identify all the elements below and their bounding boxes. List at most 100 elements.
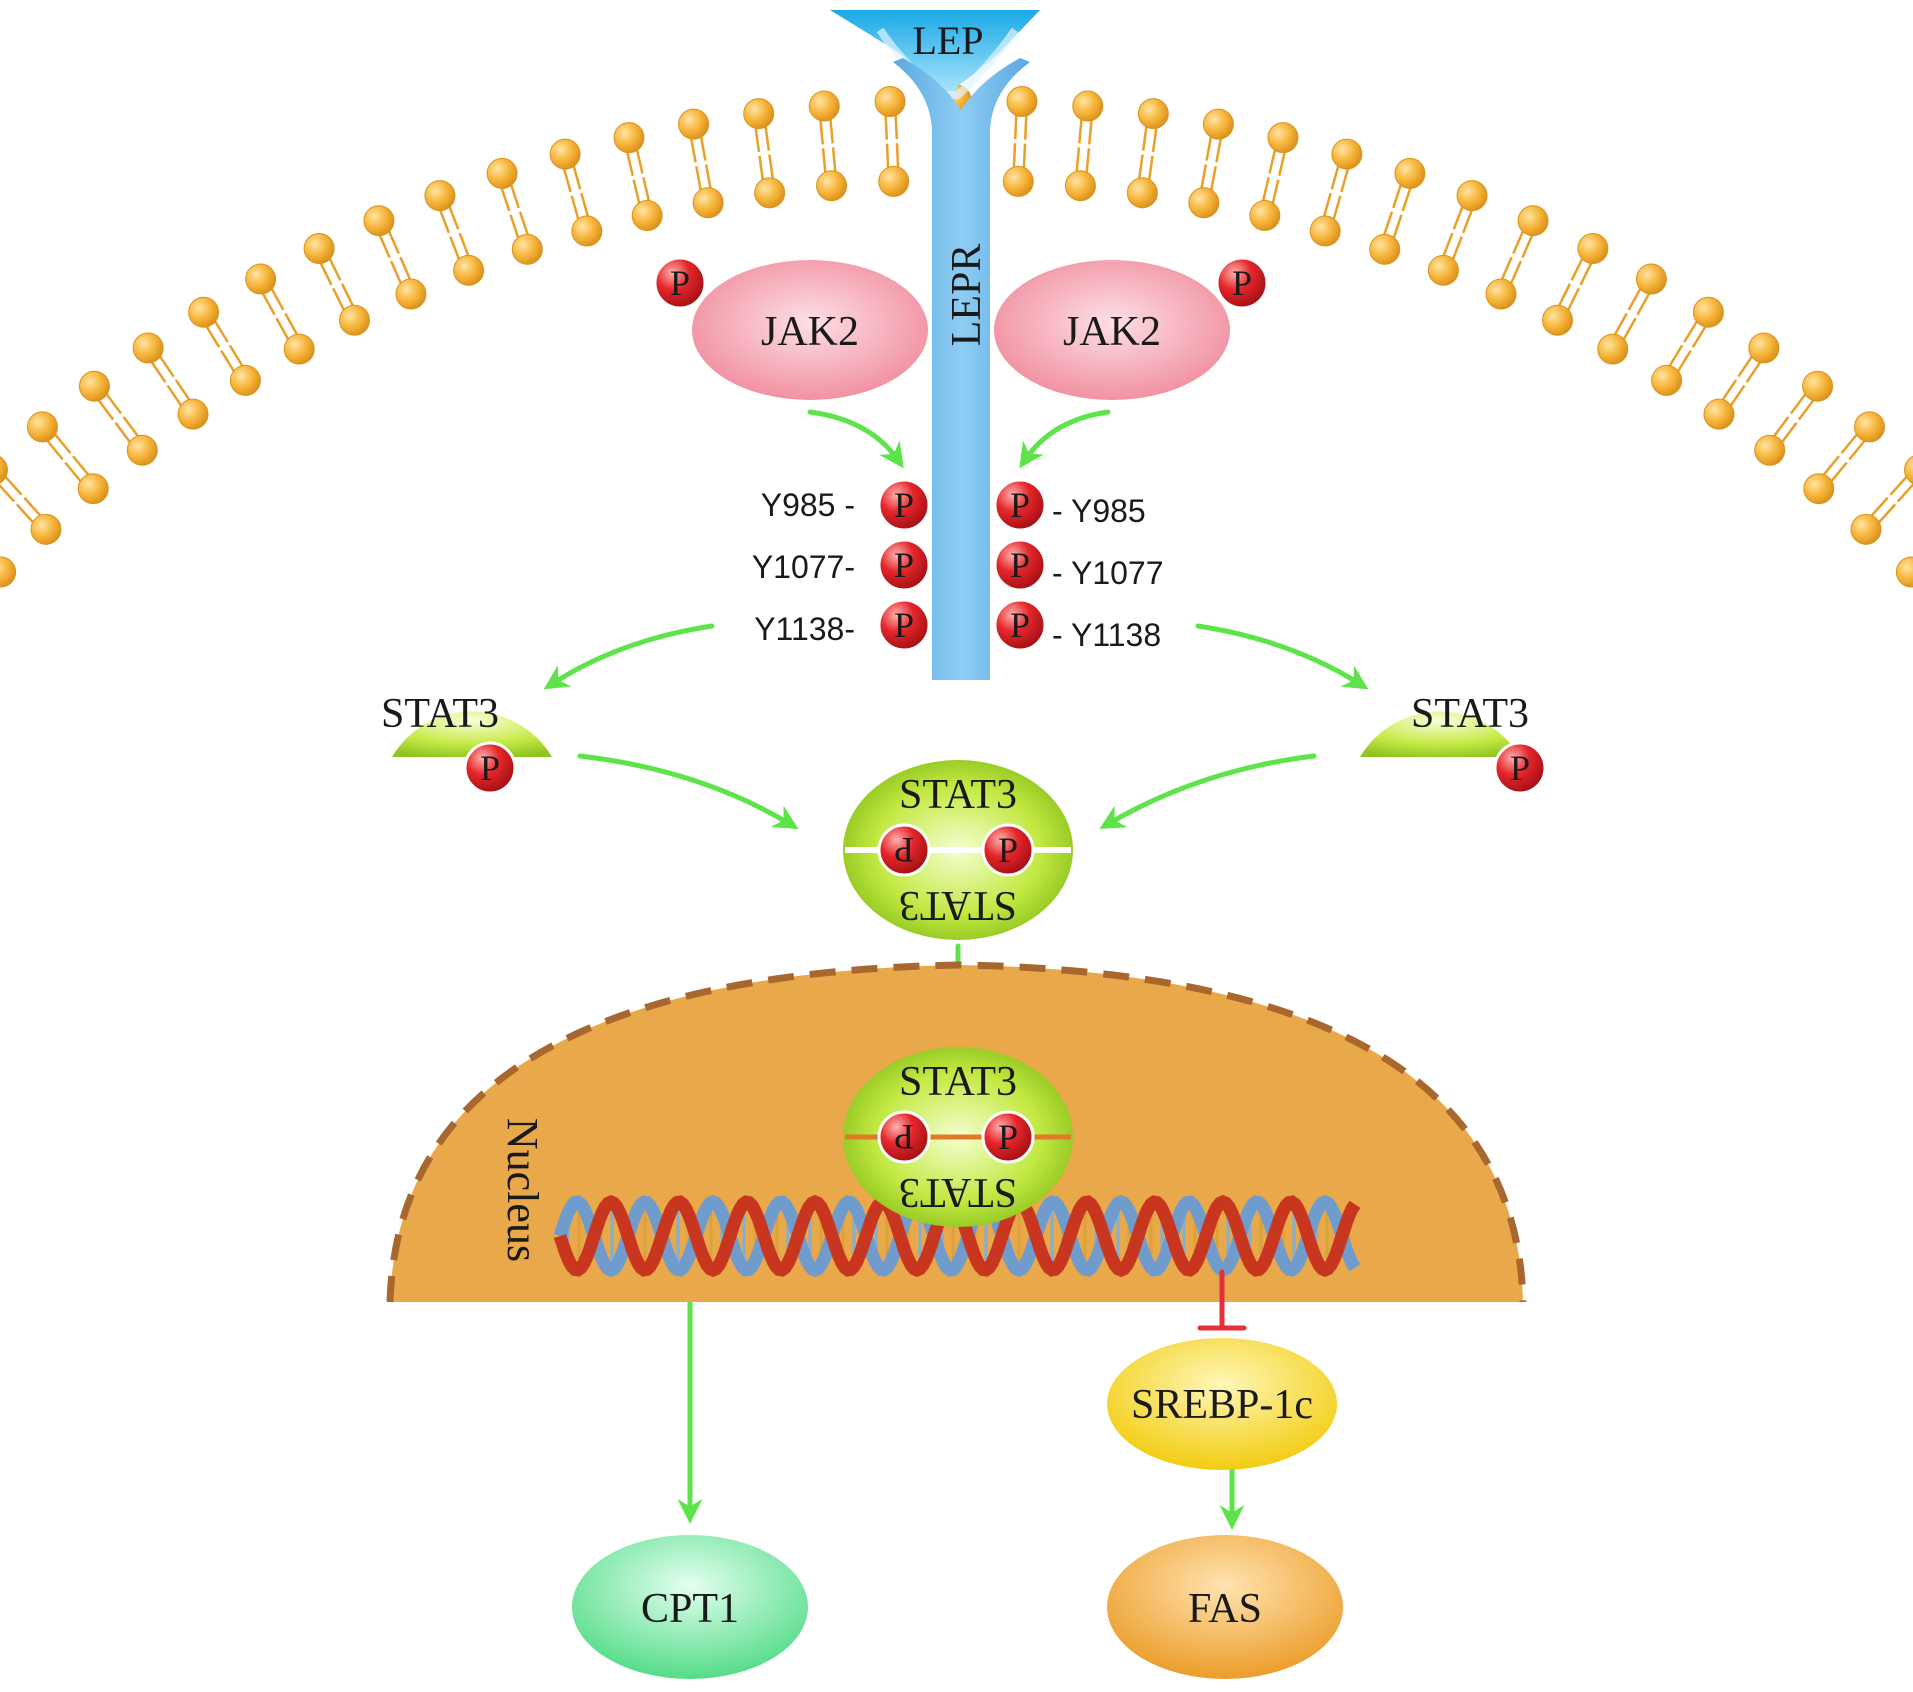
lepr-receptor: LEPR	[893, 58, 1030, 680]
cpt1-label: CPT1	[641, 1586, 739, 1632]
lipid-molecule	[1850, 455, 1913, 545]
phospho-label: P	[1010, 545, 1030, 585]
lipid-molecule	[486, 157, 543, 265]
phospho-dimer-left: P	[877, 823, 931, 877]
lipid-molecule	[1309, 138, 1363, 247]
arrow-receptor-to-stat3-right	[1195, 623, 1369, 690]
arrow-jak2-left-to-receptor	[807, 409, 904, 469]
stat3-left-label: STAT3	[381, 691, 499, 737]
jak2-right-label: JAK2	[1063, 309, 1161, 355]
phospho-stat3-right: P	[1493, 741, 1547, 795]
arrow-jak2-right-to-receptor	[1019, 409, 1111, 469]
activation-arrows	[543, 409, 1369, 1530]
jak2-right: JAK2	[994, 260, 1230, 400]
fas-label: FAS	[1188, 1586, 1262, 1632]
phospho-left-y985: P	[877, 478, 931, 532]
phospho-label: P	[894, 1117, 914, 1157]
phospho-jak2-left: P	[653, 256, 707, 310]
lipid-molecule	[188, 296, 261, 396]
srebp-1c-node: SREBP-1c	[1107, 1338, 1337, 1470]
jak2-left-label: JAK2	[761, 309, 859, 355]
lipid-molecule	[743, 98, 786, 209]
phospho-left-y1077: P	[877, 538, 931, 592]
arrow-receptor-to-stat3-left	[543, 623, 715, 690]
srebp-label: SREBP-1c	[1131, 1382, 1313, 1428]
fas-node: FAS	[1107, 1535, 1343, 1679]
site-right-y1138: - Y1138	[1052, 617, 1161, 653]
phospho-dimer-right: P	[981, 823, 1035, 877]
phospho-label: P	[894, 545, 914, 585]
stat3-right: STAT3	[1360, 691, 1529, 757]
stat3-nuclear-top-label: STAT3	[899, 1059, 1017, 1105]
stat3-dimer-bottom-label: STAT3	[899, 882, 1017, 928]
lipid-molecule	[78, 370, 158, 466]
phospho-label: P	[1232, 263, 1252, 303]
lipid-molecule	[1754, 370, 1834, 466]
arrow-stat3-left-to-dimer	[577, 753, 799, 830]
lepr-label: LEPR	[944, 244, 990, 347]
lipid-molecule	[1064, 90, 1104, 202]
site-left-y1077: Y1077-	[752, 549, 855, 585]
phospho-label: P	[894, 605, 914, 645]
lipid-molecule	[1485, 205, 1549, 310]
lipid-molecule	[245, 263, 315, 365]
lipid-molecule	[424, 180, 485, 286]
lipid-molecule	[808, 90, 848, 202]
phospho-label: P	[894, 830, 914, 870]
lep-ligand: LEP	[830, 10, 1040, 104]
stat3-left: STAT3	[381, 691, 552, 757]
tyrosine-sites: Y985 - Y1077- Y1138- - Y985 - Y1077 - Y1…	[752, 487, 1164, 653]
stat3-right-label: STAT3	[1411, 691, 1529, 737]
site-right-y985: - Y985	[1052, 493, 1146, 529]
phospho-label: P	[998, 1117, 1018, 1157]
site-left-y1138: Y1138-	[754, 611, 855, 647]
phospho-label: P	[670, 263, 690, 303]
lipid-molecule	[1126, 98, 1169, 209]
lipid-molecule	[303, 233, 370, 336]
phospho-label: P	[894, 485, 914, 525]
lipid-molecule	[26, 411, 109, 505]
site-right-y1077: - Y1077	[1052, 555, 1164, 591]
lipid-molecule	[0, 456, 62, 545]
jak2-left: JAK2	[692, 260, 928, 400]
phospho-label: P	[480, 748, 500, 788]
stat3-dimer: STAT3 STAT3	[843, 760, 1073, 940]
lipid-molecule	[1597, 263, 1667, 365]
lipid-molecule	[1542, 233, 1609, 336]
stat3-nuclear-bottom-label: STAT3	[899, 1169, 1017, 1215]
phospho-right-y985: P	[993, 478, 1047, 532]
phospho-stat3-left: P	[463, 741, 517, 795]
phospho-jak2-right: P	[1215, 256, 1269, 310]
phospho-label: P	[1010, 605, 1030, 645]
phospho-label: P	[1510, 748, 1530, 788]
lipid-molecule	[613, 122, 663, 232]
lipid-molecule	[1803, 411, 1886, 505]
lipid-molecule	[678, 108, 724, 219]
lipid-molecule	[1188, 108, 1234, 219]
phospho-right-y1138: P	[993, 598, 1047, 652]
phospho-nuclear-right: P	[981, 1110, 1035, 1164]
phospho-label: P	[998, 830, 1018, 870]
lipid-molecule	[1002, 86, 1038, 197]
phospho-nuclear-left: P	[877, 1110, 931, 1164]
phospho-left-y1138: P	[877, 598, 931, 652]
lipid-molecule	[363, 205, 427, 310]
stat3-dimer-top-label: STAT3	[899, 772, 1017, 818]
lipid-molecule	[549, 138, 603, 247]
cell-membrane	[0, 84, 1913, 588]
lipid-molecule	[1895, 556, 1913, 588]
inhibition-srebp	[1197, 1269, 1247, 1331]
lipid-molecule	[874, 86, 910, 197]
nucleus-label: Nucleus	[498, 1118, 547, 1262]
lipid-molecule	[1427, 180, 1488, 286]
cpt1-node: CPT1	[572, 1535, 808, 1679]
lipid-molecule	[0, 556, 17, 588]
phospho-label: P	[1010, 485, 1030, 525]
lipid-molecule	[1369, 157, 1426, 265]
lipid-molecule	[1703, 332, 1780, 430]
lipid-molecule	[132, 332, 209, 430]
site-left-y985: Y985 -	[761, 487, 855, 523]
